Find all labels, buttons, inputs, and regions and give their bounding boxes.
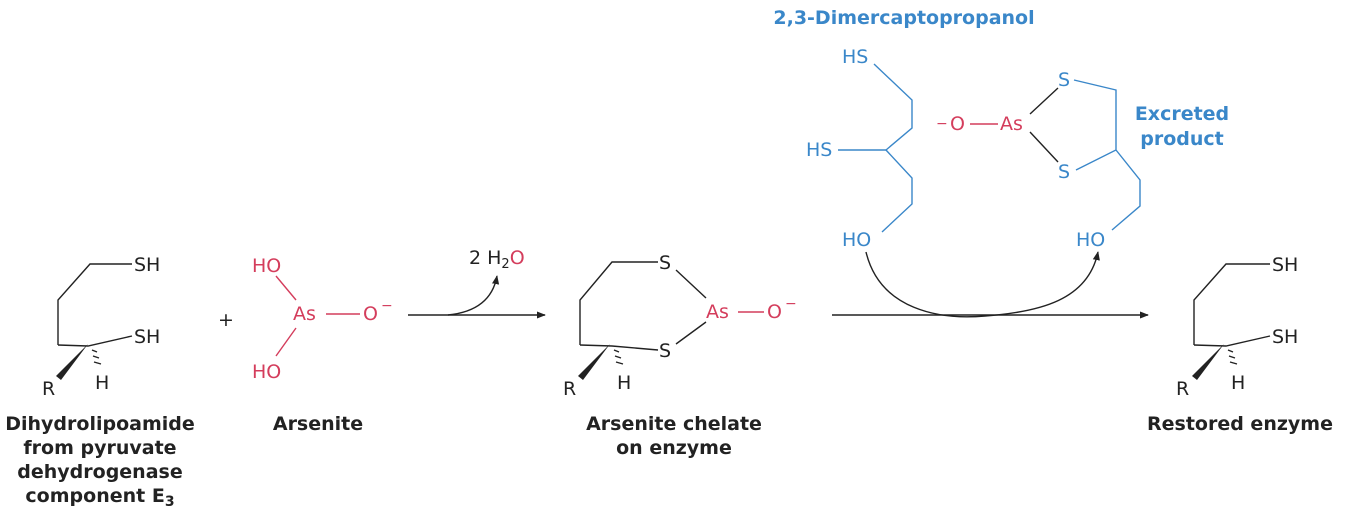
atom-s-bottom: S [659,340,671,362]
dimercaptopropanol-structure: HS HS HO [806,46,913,251]
atom-h-chelate: H [617,372,631,394]
atom-s-product-bottom: S [1058,161,1070,183]
caption-dihydrolipoamide-3: dehydrogenase [17,461,182,483]
bond-as-s-product [1029,87,1059,163]
water-label: 2 H2O [469,247,525,272]
bond-restored-lower [1193,335,1271,347]
charge-minus-product: − [936,116,948,132]
atom-r: R [42,378,55,400]
atom-ho-bottom: HO [252,361,281,383]
atom-r-restored: R [1176,378,1189,400]
bond-chelate-upper [579,261,658,345]
wedge-bond [56,344,88,380]
atom-o-chelate: O [767,301,782,323]
atom-r-chelate: R [563,378,576,400]
atom-as: As [293,303,316,325]
charge-minus-chelate: − [785,296,797,312]
water-release-arrow [447,275,500,316]
caption-restored-enzyme: Restored enzyme [1147,413,1333,435]
hash-bond-chelate [613,349,624,365]
curved-exchange-arrow [865,251,1100,318]
caption-excreted-2: product [1140,128,1224,150]
atom-sh-bottom-restored: SH [1272,326,1298,348]
bond-chain-lower [57,335,133,347]
atom-s-product-top: S [1058,69,1070,91]
arsenite-chelate-structure: S S As O − R H [563,252,797,400]
caption-dihydrolipoamide-1: Dihydrolipoamide [5,413,195,435]
atom-sh-top: SH [134,254,160,276]
atom-sh-bottom: SH [134,326,160,348]
hash-bond [91,349,102,365]
atom-ho-dmp: HO [842,229,871,251]
atom-as-product: As [1000,113,1023,135]
excreted-product-structure: − O As S S HO [936,69,1141,251]
hash-bond-restored [1227,349,1238,365]
atom-h-restored: H [1231,372,1245,394]
charge-minus: − [381,298,393,314]
caption-dihydrolipoamide-4: component E3 [25,485,174,510]
atom-ho-product: HO [1076,229,1105,251]
caption-chelate-1: Arsenite chelate [586,413,762,435]
atom-h: H [95,372,109,394]
caption-chelate-2: on enzyme [616,437,732,459]
bond-chain-upper [57,263,132,345]
dmp-bonds [873,63,913,233]
arsenite-structure: HO HO As O − [252,255,393,383]
caption-arsenite: Arsenite [273,413,363,435]
caption-dihydrolipoamide-2: from pyruvate [23,437,176,459]
atom-o: O [363,303,378,325]
caption-dimercaptopropanol: 2,3-Dimercaptopropanol [773,7,1034,29]
atom-sh-top-restored: SH [1272,254,1298,276]
product-backbone-bonds [1073,79,1141,231]
atom-o-product: O [950,113,965,135]
bond-chelate-lower [579,344,659,351]
atom-s-top: S [659,252,671,274]
atom-hs-middle: HS [806,139,832,161]
atom-as-chelate: As [706,301,729,323]
bond-restored-upper [1193,263,1270,345]
bond-s-as [675,269,707,345]
wedge-bond-chelate [578,344,610,380]
arsenite-bonds [275,275,360,357]
wedge-bond-restored [1192,344,1224,380]
atom-hs-top: HS [842,46,868,68]
atom-ho-top: HO [252,255,281,277]
dihydrolipoamide-structure: SH SH R H [42,254,160,400]
caption-excreted-1: Excreted [1135,103,1229,125]
restored-enzyme-structure: SH SH R H [1176,254,1298,400]
plus-sign: + [218,309,234,331]
